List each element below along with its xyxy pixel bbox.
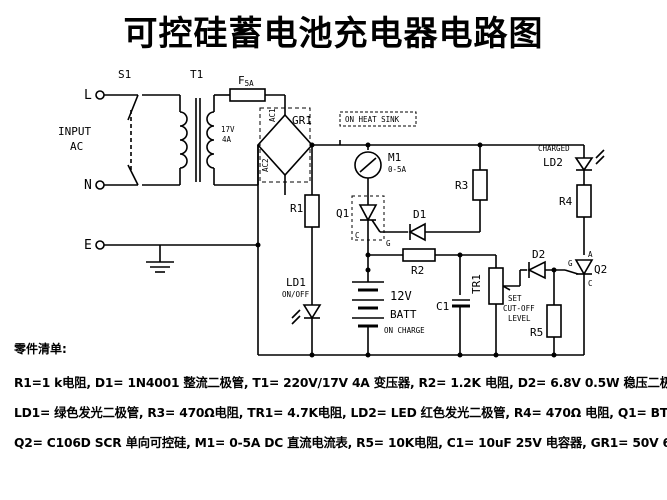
- parts-list-heading: 零件清单:: [14, 342, 67, 356]
- page-title: 可控硅蓄电池充电器电路图: [123, 14, 544, 54]
- c1-label: C1: [436, 300, 449, 313]
- terminal-n-label: N: [84, 178, 92, 193]
- s1-label: S1: [118, 68, 131, 81]
- resistor-r5: [546, 304, 562, 338]
- heatsink-note: ON HEAT SINK: [345, 115, 400, 124]
- q2-label: Q2: [594, 263, 607, 276]
- terminal-l-label: L: [84, 88, 92, 103]
- setlevel-line2: CUT-OFF: [503, 304, 535, 313]
- scr-q2: [574, 259, 594, 276]
- led-ld1: [302, 304, 322, 320]
- zener-d2: [527, 260, 546, 280]
- q2-gate-pin: G: [568, 259, 573, 268]
- input-label-line1: INPUT: [58, 125, 91, 138]
- scr-q1: [358, 204, 378, 222]
- ld2-label: LD2: [543, 156, 563, 169]
- d2-label: D2: [532, 248, 545, 261]
- resistor-r4: [576, 184, 592, 218]
- secondary-voltage-label: 17V: [221, 125, 235, 134]
- setlevel-line3: LEVEL: [508, 314, 531, 323]
- q1-cathode-pin: C: [355, 231, 360, 240]
- parts-list-line: Q2= C106D SCR 单向可控硅, M1= 0-5A DC 直流电流表, …: [14, 436, 667, 450]
- setlevel-line1: SET: [508, 294, 522, 303]
- transformer-primary-coil: [179, 111, 188, 169]
- terminal-e-label: E: [84, 238, 92, 253]
- battery-note: ON CHARGE: [384, 326, 425, 335]
- resistor-r3: [472, 169, 488, 201]
- parts-list-line: R1=1 k电阻, D1= 1N4001 整流二极管, T1= 220V/17V…: [14, 376, 667, 390]
- q1-gate-pin: G: [386, 239, 391, 248]
- m1-label: M1: [388, 151, 401, 164]
- q2-anode-pin: A: [588, 250, 593, 259]
- ld2-note: CHARGED: [538, 144, 570, 153]
- r1-label: R1: [290, 202, 303, 215]
- r4-label: R4: [559, 195, 573, 208]
- diode-d1: [408, 222, 426, 242]
- ld1-label: LD1: [286, 276, 306, 289]
- battery-label: BATT: [390, 308, 417, 321]
- bridge-ac2-label: AC2: [261, 158, 270, 172]
- d1-label: D1: [413, 208, 426, 221]
- led-ld2: [574, 157, 594, 172]
- terminal-n-dot: [95, 180, 105, 190]
- r5-label: R5: [530, 326, 543, 339]
- battery-voltage-label: 12V: [390, 289, 412, 303]
- input-label-line2: AC: [70, 140, 83, 153]
- resistor-r1: [304, 194, 320, 228]
- ld1-note: ON/OFF: [282, 290, 310, 299]
- trimmer-tr1: [488, 267, 504, 305]
- secondary-current-label: 4A: [222, 135, 232, 144]
- q2-cathode-pin: C: [588, 279, 593, 288]
- tr1-label: TR1: [470, 274, 483, 294]
- terminal-l-dot: [95, 90, 105, 100]
- fuse-body: [229, 88, 266, 102]
- bridge-ac1-label: AC1: [268, 108, 277, 122]
- m1-range-label: 0-5A: [388, 165, 407, 174]
- terminal-e-dot: [95, 240, 105, 250]
- r2-label: R2: [411, 264, 424, 277]
- fuse-label: F5A: [238, 74, 254, 88]
- q1-label: Q1: [336, 207, 349, 220]
- transformer-secondary-coil: [206, 111, 215, 169]
- r3-label: R3: [455, 179, 468, 192]
- switch-s1-blade-top: [127, 94, 139, 121]
- resistor-r2: [402, 248, 436, 262]
- t1-label: T1: [190, 68, 203, 81]
- parts-list-line: LD1= 绿色发光二极管, R3= 470Ω电阻, TR1= 4.7K电阻, L…: [14, 406, 667, 420]
- gr1-label: GR1: [292, 114, 312, 127]
- switch-s1-blade-bottom: [127, 164, 139, 186]
- parts-list: 零件清单: R1=1 k电阻, D1= 1N4001 整流二极管, T1= 22…: [14, 340, 667, 463]
